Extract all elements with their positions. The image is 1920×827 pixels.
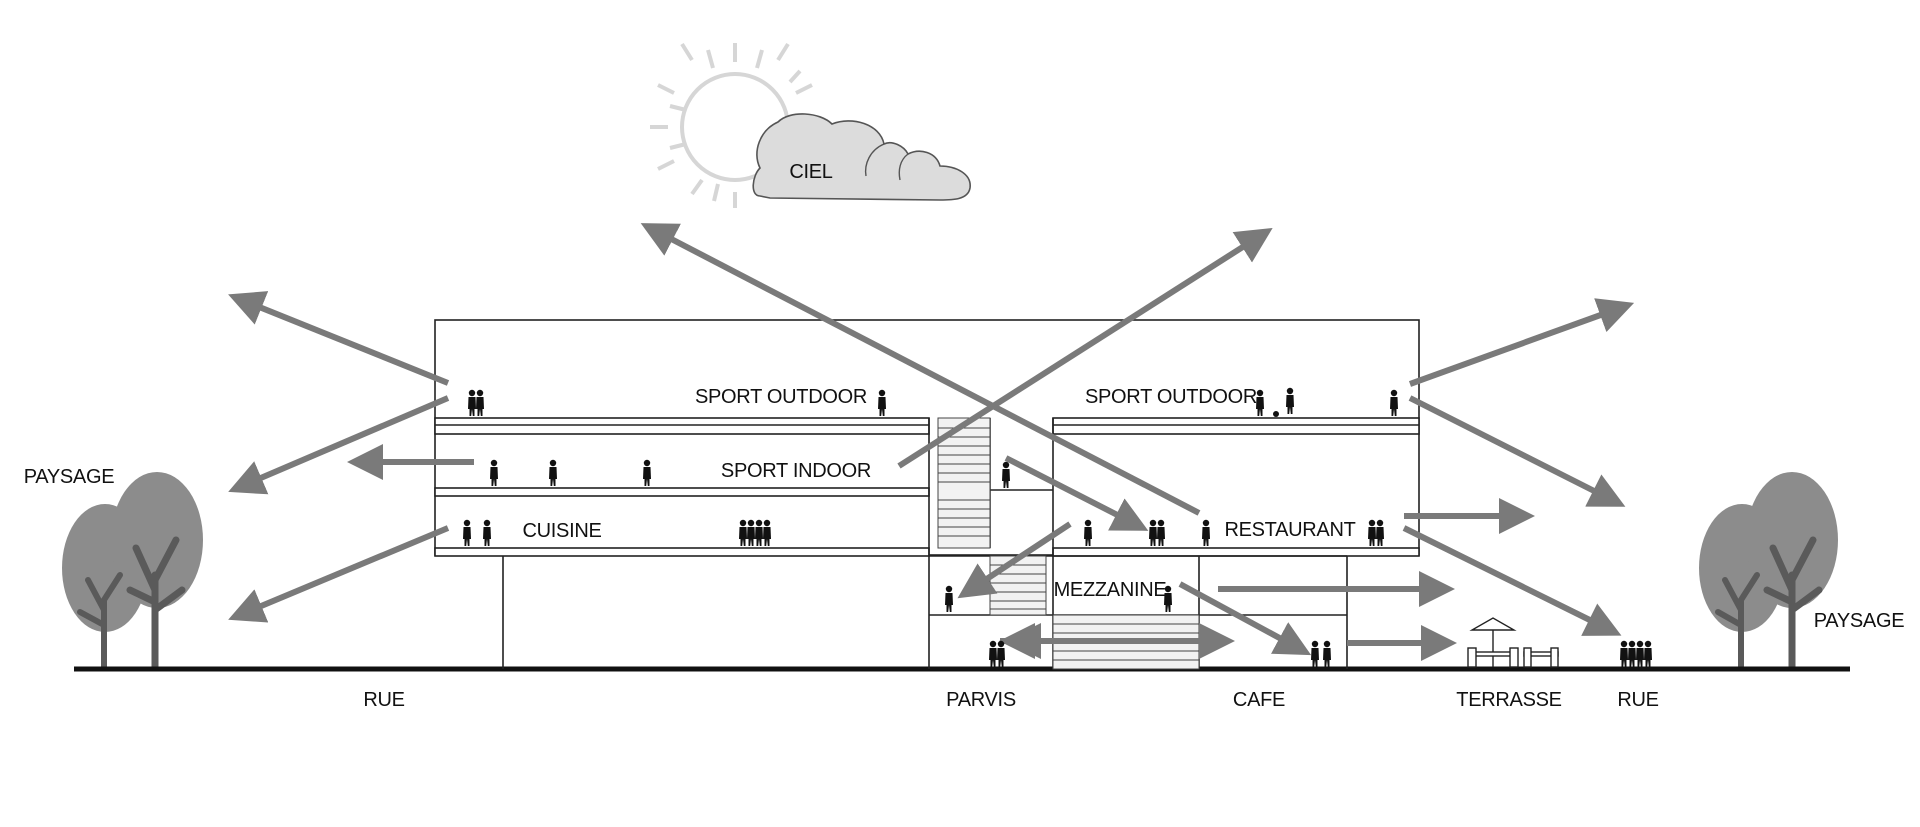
person-icon bbox=[1628, 640, 1636, 667]
arrow-icon bbox=[1004, 455, 1149, 531]
umbrella-table-icon bbox=[1467, 617, 1559, 668]
mezzanine-label: MEZZANINE bbox=[1054, 579, 1167, 601]
arrow-icon bbox=[1408, 395, 1626, 507]
person-icon bbox=[1636, 640, 1644, 667]
sport-outdoor-left-label: SPORT OUTDOOR bbox=[695, 386, 867, 408]
cafe-label: CAFE bbox=[1233, 689, 1285, 711]
person-icon bbox=[549, 459, 557, 486]
person-icon bbox=[1620, 640, 1628, 667]
arrow-icon bbox=[1402, 525, 1622, 636]
person-icon bbox=[1323, 640, 1331, 667]
person-icon bbox=[1644, 640, 1652, 667]
arrow-icon bbox=[228, 395, 450, 495]
person-icon bbox=[997, 640, 1005, 667]
person-icon bbox=[878, 389, 886, 416]
person-icon bbox=[1256, 389, 1264, 416]
person-icon bbox=[747, 519, 755, 546]
street-left-label: RUE bbox=[363, 689, 404, 711]
person-icon bbox=[1157, 519, 1165, 546]
person-icon bbox=[1149, 519, 1157, 546]
person-icon bbox=[755, 519, 763, 546]
landscape-right-label: PAYSAGE bbox=[1814, 610, 1905, 632]
person-icon bbox=[1311, 640, 1319, 667]
person-icon bbox=[1368, 519, 1376, 546]
person-icon bbox=[476, 389, 484, 416]
cloud-icon bbox=[752, 113, 971, 201]
landscape-left-label: PAYSAGE bbox=[24, 466, 115, 488]
person-icon bbox=[1002, 461, 1010, 488]
person-icon bbox=[490, 459, 498, 486]
person-icon bbox=[463, 519, 471, 546]
person-icon bbox=[1390, 389, 1398, 416]
person-icon bbox=[989, 640, 997, 667]
arrow-icon bbox=[1178, 581, 1312, 656]
arrow-icon bbox=[1408, 298, 1635, 387]
arrow-icon bbox=[228, 525, 450, 623]
view-arrows bbox=[228, 223, 1635, 661]
sport-indoor-label: SPORT INDOOR bbox=[721, 460, 871, 482]
person-icon bbox=[483, 519, 491, 546]
forecourt-label: PARVIS bbox=[946, 689, 1016, 711]
person-icon bbox=[945, 585, 953, 612]
person-icon bbox=[643, 459, 651, 486]
person-icon bbox=[1286, 387, 1294, 414]
arrow-icon bbox=[640, 223, 1201, 516]
restaurant-label: RESTAURANT bbox=[1224, 519, 1355, 541]
people bbox=[463, 387, 1652, 667]
tree-icon bbox=[62, 472, 203, 672]
person-icon bbox=[1376, 519, 1384, 546]
sky-label: CIEL bbox=[789, 161, 832, 183]
tree-icon bbox=[1699, 472, 1838, 672]
person-icon bbox=[763, 519, 771, 546]
cuisine-label: CUISINE bbox=[522, 520, 601, 542]
street-right-label: RUE bbox=[1617, 689, 1658, 711]
sport-outdoor-right-label: SPORT OUTDOOR bbox=[1085, 386, 1257, 408]
arrow-icon bbox=[897, 227, 1273, 469]
person-icon bbox=[1084, 519, 1092, 546]
person-icon bbox=[1202, 519, 1210, 546]
person-icon bbox=[468, 389, 476, 416]
sun-icon bbox=[650, 42, 813, 208]
arrow-icon bbox=[957, 521, 1072, 599]
terrace-label: TERRASSE bbox=[1456, 689, 1561, 711]
building-section bbox=[434, 319, 1420, 670]
arrow-icon bbox=[228, 291, 450, 386]
person-icon bbox=[739, 519, 747, 546]
